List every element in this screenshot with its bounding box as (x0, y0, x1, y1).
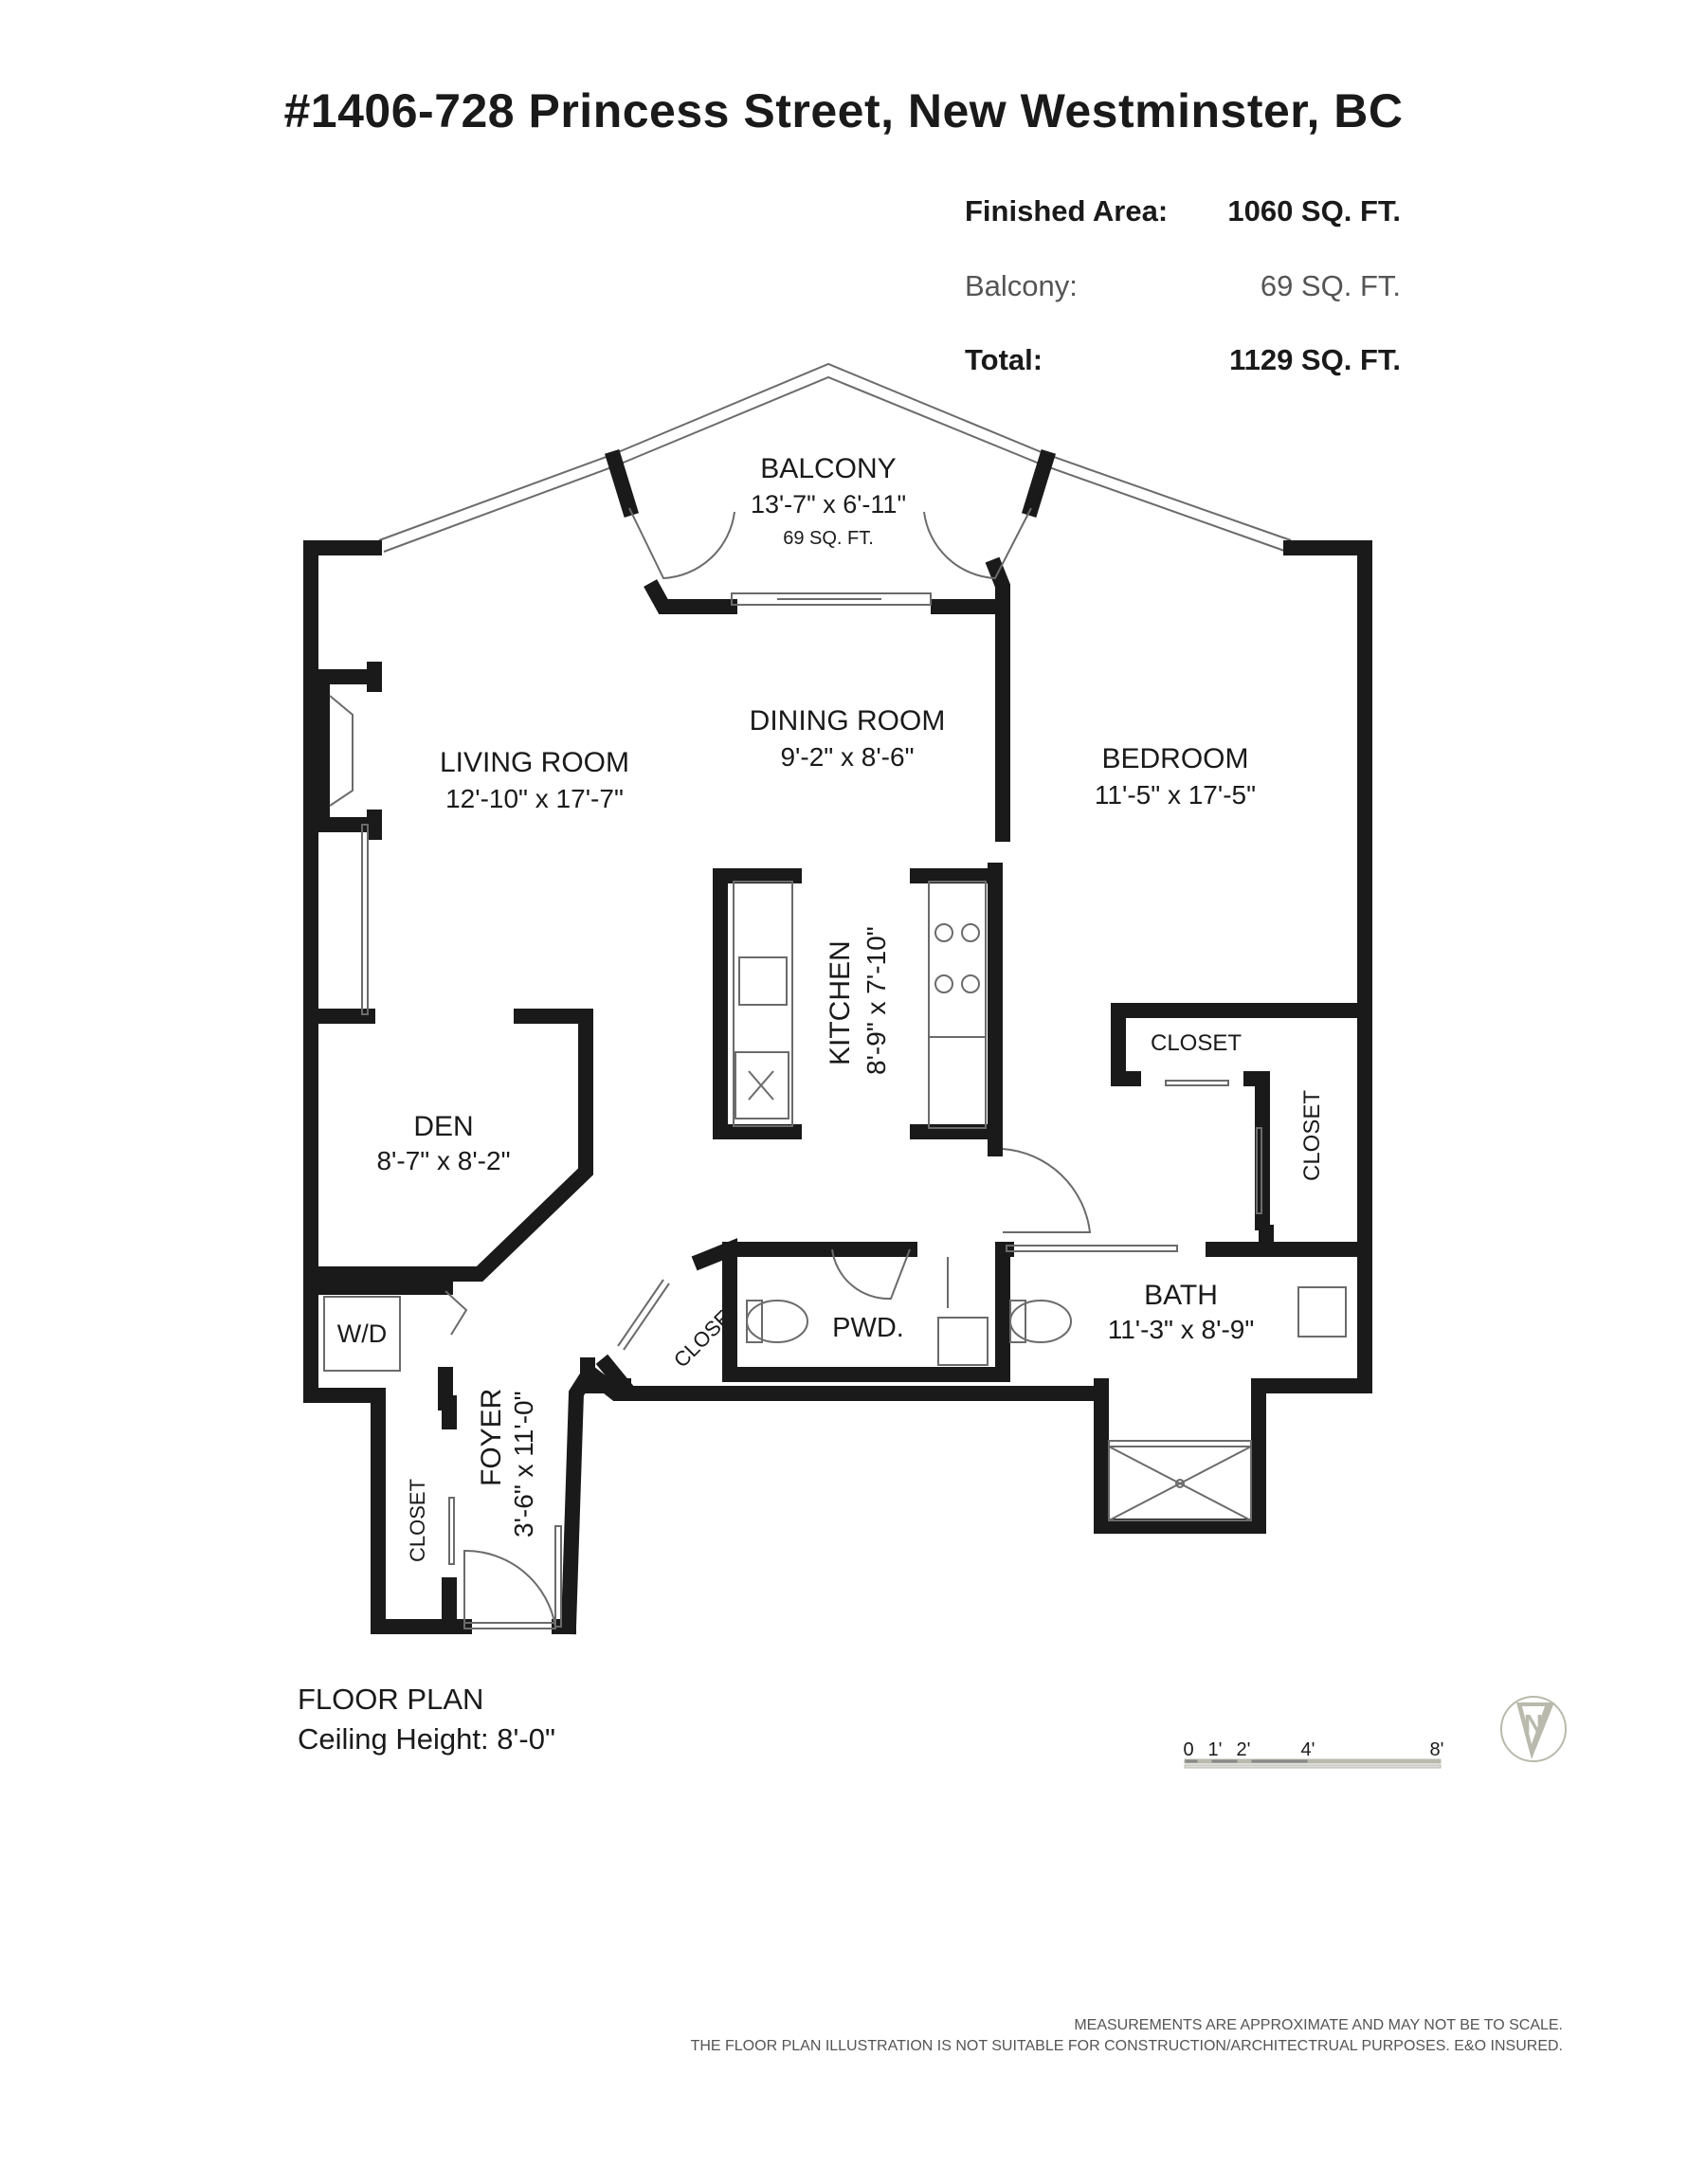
room-name-bedroom: BEDROOM (1101, 743, 1248, 774)
scale-label-0: 0 (1183, 1739, 1193, 1760)
room-dims-kitchen: 8'-9" x 7'-10" (862, 926, 891, 1075)
total-area-value: 1129 SQ. FT. (1229, 343, 1401, 376)
balcony-area-label: Balcony: (965, 269, 1078, 302)
total-area-label: Total: (965, 343, 1043, 376)
room-name-closet-foyer: CLOSET (406, 1479, 429, 1562)
room-name-pwd: PWD. (832, 1313, 904, 1343)
room-name-wd: W/D (337, 1320, 387, 1348)
north-arrow-icon: N (1500, 1696, 1567, 1762)
scale-label-8: 8' (1430, 1739, 1444, 1760)
listing-title: #1406-728 Princess Street, New Westminst… (283, 84, 1404, 137)
svg-text:N: N (1524, 1709, 1543, 1738)
room-name-bath: BATH (1144, 1280, 1218, 1311)
room-dims-balcony: 13'-7" x 6'-11" (751, 490, 906, 519)
room-name-den: DEN (413, 1111, 473, 1142)
room-dims-den: 8'-7" x 8'-2" (376, 1146, 510, 1175)
disclaimer-line-1: MEASUREMENTS ARE APPROXIMATE AND MAY NOT… (1074, 2017, 1563, 2033)
room-name-dining: DINING ROOM (750, 705, 946, 737)
room-dims-foyer: 3'-6" x 11'-0" (509, 1391, 538, 1538)
finished-area-label: Finished Area: (965, 194, 1169, 228)
balcony-area-value: 69 SQ. FT. (1260, 269, 1401, 302)
walls (303, 449, 1372, 1635)
room-dims-bedroom: 11'-5" x 17'-5" (1095, 780, 1256, 810)
room-name-living: LIVING ROOM (440, 747, 629, 778)
room-dims-living: 12'-10" x 17'-7" (445, 784, 624, 813)
room-name-closet-bedroom-side: CLOSET (1299, 1090, 1325, 1181)
room-name-closet-bedroom-top: CLOSET (1151, 1030, 1242, 1056)
scale-label-4: 4' (1301, 1739, 1315, 1760)
room-dims-bath: 11'-3" x 8'-9" (1108, 1315, 1255, 1344)
room-area-balcony: 69 SQ. FT. (783, 528, 874, 549)
balcony-railing (378, 362, 1292, 553)
floor-plan-title: FLOOR PLAN (298, 1683, 484, 1716)
room-name-balcony: BALCONY (760, 453, 896, 484)
fixtures (323, 507, 1347, 1629)
room-name-foyer: FOYER (476, 1389, 507, 1486)
scale-label-2: 2' (1237, 1739, 1251, 1760)
room-dims-dining: 9'-2" x 8'-6" (780, 742, 914, 772)
room-name-kitchen: KITCHEN (825, 940, 856, 1065)
finished-area-value: 1060 SQ. FT. (1227, 194, 1401, 228)
disclaimer-line-2: THE FLOOR PLAN ILLUSTRATION IS NOT SUITA… (690, 2038, 1563, 2054)
scale-bar (1184, 1758, 1442, 1769)
ceiling-height: Ceiling Height: 8'-0" (298, 1722, 555, 1756)
scale-label-1: 1' (1208, 1739, 1223, 1760)
